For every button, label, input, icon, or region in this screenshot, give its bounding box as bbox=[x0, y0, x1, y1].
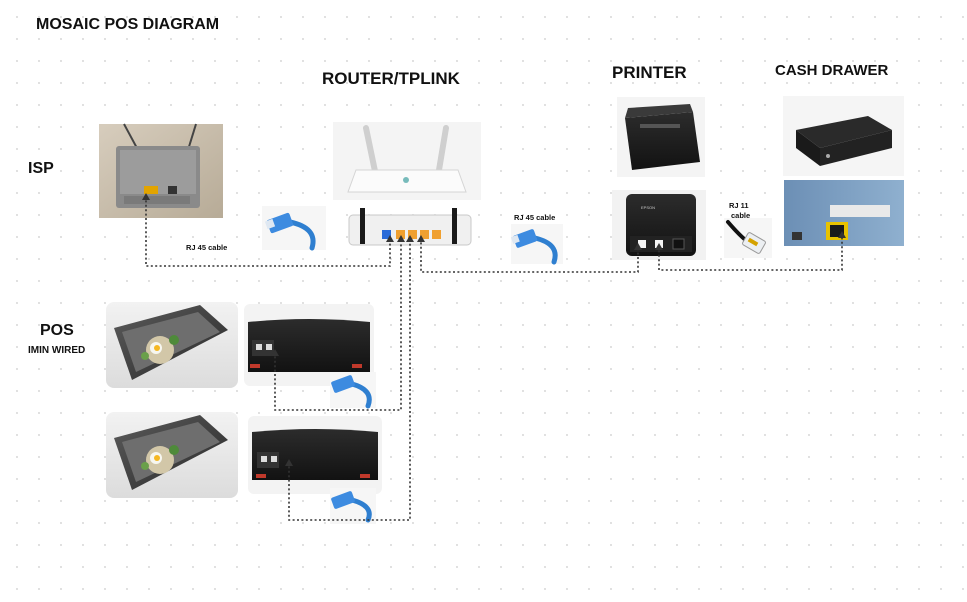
rj45-cable-icon-pos-1 bbox=[330, 372, 376, 409]
cash-drawer-heading: CASH DRAWER bbox=[775, 62, 889, 79]
pos-terminal-front-photo-1 bbox=[106, 302, 238, 388]
rj45-cable-icon-printer bbox=[510, 224, 563, 265]
rj11-cable-icon-drawer bbox=[724, 218, 772, 258]
arrowhead-drawer-end bbox=[838, 231, 846, 238]
arrowhead-pos1-router bbox=[397, 235, 405, 242]
arrowhead-isp-router bbox=[386, 235, 394, 242]
arrowhead-pos2-start bbox=[285, 459, 293, 466]
isp-cable-label: RJ 45 cable bbox=[186, 243, 228, 252]
printer-cable-label: RJ 45 cable bbox=[514, 213, 556, 222]
arrowhead-router-printer bbox=[417, 235, 425, 242]
pos-subheading: IMIN WIRED bbox=[28, 345, 86, 356]
printer-photo bbox=[617, 97, 705, 177]
printer-back-photo: EPSON bbox=[612, 190, 706, 260]
arrowhead-isp-start bbox=[142, 193, 150, 200]
pos-heading: POS bbox=[40, 322, 74, 339]
connector-pos1-router bbox=[274, 238, 402, 411]
isp-heading: ISP bbox=[28, 160, 54, 177]
printer-heading: PRINTER bbox=[612, 63, 687, 82]
isp-modem-photo bbox=[99, 123, 223, 218]
connector-router-printer bbox=[420, 238, 639, 273]
pos-terminal-front-photo-2 bbox=[106, 412, 238, 498]
rj45-cable-icon-isp bbox=[262, 206, 326, 251]
arrowhead-printer-drawer-start bbox=[655, 243, 663, 250]
arrowhead-pos1-start bbox=[271, 349, 279, 356]
router-photo bbox=[333, 122, 481, 246]
rj45-cable-icon-pos-2 bbox=[330, 488, 376, 524]
router-heading: ROUTER/TPLINK bbox=[322, 69, 460, 88]
pos-terminal-back-photo-2 bbox=[248, 416, 382, 494]
cash-drawer-photo bbox=[783, 96, 904, 176]
drawer-cable-label-line2: cable bbox=[731, 211, 751, 220]
connector-printer-drawer bbox=[658, 234, 843, 271]
printer-brand-text: EPSON bbox=[641, 205, 655, 210]
pos-terminal-back-photo-1 bbox=[244, 304, 374, 386]
arrowhead-printer-end bbox=[634, 243, 642, 250]
diagram-title: MOSAIC POS DIAGRAM bbox=[36, 16, 220, 33]
drawer-cable-label-line1: RJ 11 bbox=[729, 201, 749, 210]
arrowhead-pos2-router bbox=[406, 235, 414, 242]
